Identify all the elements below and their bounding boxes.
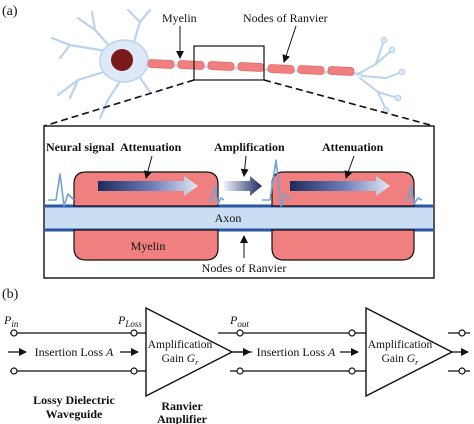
ranvier-amplifier-line1: Ranvier [161,399,203,413]
amplification-arrow [224,176,262,196]
ranvier-amplifier-1 [145,306,234,398]
p-in-label: Pin [3,313,19,329]
myelin-segments [147,59,355,76]
lossy-waveguide-line1: Lossy Dielectric [33,393,115,407]
dendrites [50,8,152,120]
attenuation-pointer-right [344,155,355,179]
panel-a-label: (a) [2,4,18,19]
nodes-of-ranvier-label-bottom: Nodes of Ranvier [202,261,287,275]
axon-terminals [357,39,403,111]
axon-label: Axon [215,211,242,225]
zoom-line-right [263,79,435,127]
p-loss-label: PLoss [117,313,142,329]
attenuation-label-left: Attenuation [120,140,182,154]
amp1-label-line2: Gain Gr [162,353,200,367]
p-out-label: Pout [229,313,249,329]
myelin-label-bottom: Myelin [131,239,166,253]
attenuation-arrow-right [290,176,390,196]
axon-band [45,206,433,230]
zoom-line-left [43,79,195,127]
nodes-label-arrow [282,25,297,63]
insertion-loss-label-1: Insertion Loss A [35,345,114,359]
myelin-label: Myelin [162,11,197,25]
port-terminals [10,329,466,375]
neural-signal-waveforms [48,159,423,207]
amp2-label-line2: Gain Gr [382,353,420,367]
ranvier-amplifier-line2: Amplifier [157,412,208,424]
amplification-pointer [240,155,249,177]
amplification-label: Amplification [214,140,285,154]
insertion-loss-label-2: Insertion Loss A [257,345,336,359]
panel-b-label: (b) [2,287,19,302]
attenuation-pointer-left [143,155,153,179]
attenuation-label-right: Attenuation [322,140,384,154]
lossy-waveguide-line2: Waveguide [46,407,103,421]
nucleus [111,49,133,71]
amp2-label-line1: Amplification [368,339,433,351]
terminal-buttons [380,36,406,114]
attenuation-arrow-left [98,176,198,196]
ranvier-amplifier-2 [365,306,454,398]
neural-signal-label: Neural signal [46,140,115,154]
amp1-label-line1: Amplification [148,339,213,351]
nodes-of-ranvier-label: Nodes of Ranvier [243,11,328,25]
zoom-box [193,45,265,81]
